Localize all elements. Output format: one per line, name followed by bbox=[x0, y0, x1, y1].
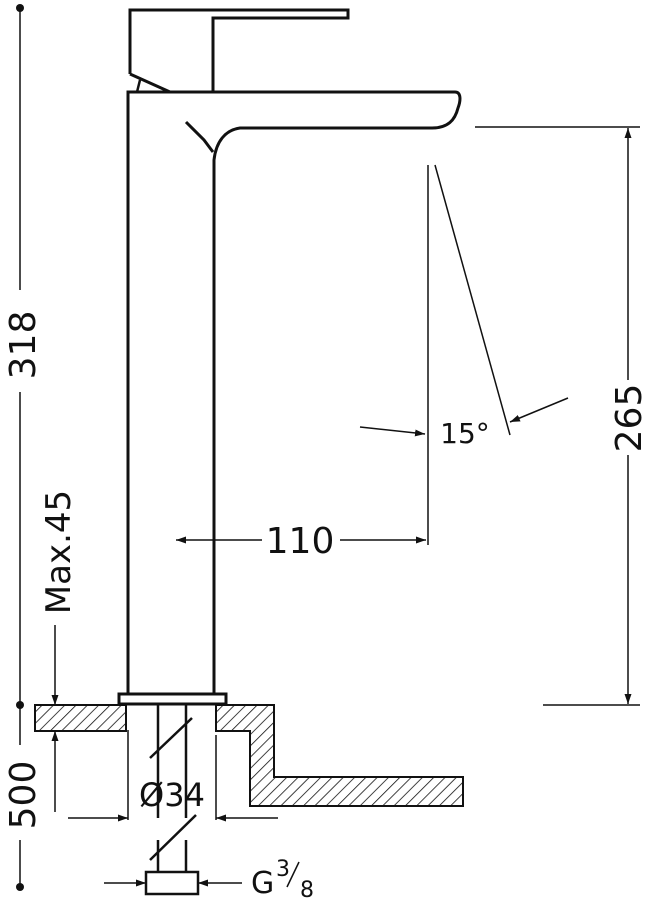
diameter-label: Ø34 bbox=[139, 776, 205, 814]
angle-label: 15° bbox=[440, 417, 490, 450]
total-height-label: 318 bbox=[3, 311, 44, 380]
spout-body bbox=[126, 90, 462, 694]
connection-numerator: 3 bbox=[276, 857, 290, 882]
lever-handle bbox=[128, 8, 350, 92]
connection-prefix: G bbox=[251, 866, 274, 900]
base-ring bbox=[117, 692, 228, 706]
left-dimension: 318 500 bbox=[3, 4, 44, 891]
connection-dimension: G 3 8 bbox=[104, 857, 314, 900]
spout-height-dimension: 265 bbox=[475, 126, 647, 706]
lever-bottom bbox=[129, 72, 171, 94]
spout-notch bbox=[184, 120, 215, 153]
lever-slot bbox=[135, 79, 142, 93]
deck-left bbox=[34, 704, 127, 732]
connection-denominator: 8 bbox=[300, 878, 314, 900]
deck-section bbox=[34, 704, 464, 807]
connector-nut bbox=[144, 870, 200, 896]
angle-dimension: 15° bbox=[359, 164, 569, 545]
max-deck-label: Max.45 bbox=[39, 490, 79, 614]
reach-label: 110 bbox=[266, 521, 335, 562]
spout-height-label: 265 bbox=[609, 384, 647, 453]
reach-dimension: 110 bbox=[176, 521, 426, 562]
connection-label: G bbox=[251, 866, 274, 900]
deck-thickness-dimension: Max.45 bbox=[39, 490, 79, 812]
faucet-outline bbox=[117, 8, 462, 706]
deck-right bbox=[215, 704, 464, 807]
hose-length-label: 500 bbox=[3, 761, 44, 830]
diameter-dimension: Ø34 bbox=[68, 730, 278, 822]
